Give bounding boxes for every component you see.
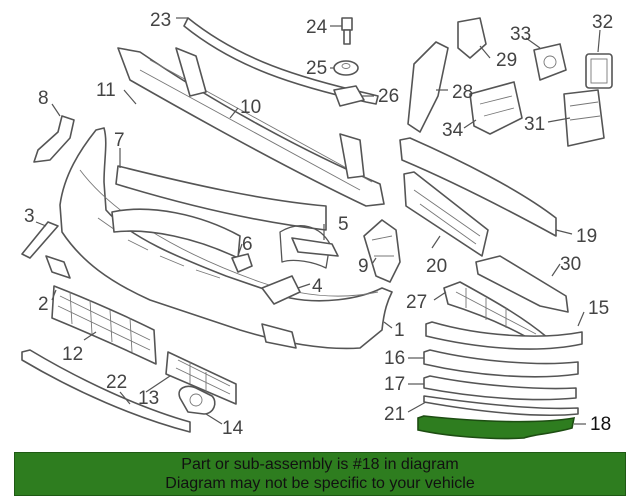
callout-8: 8 — [38, 88, 49, 109]
part-22-lower-strip — [21, 349, 191, 433]
callout-10: 10 — [240, 97, 261, 118]
callout-2: 2 — [38, 294, 49, 315]
part-14-fog-lamp-cover — [178, 385, 216, 415]
callout-18[interactable]: 18 — [590, 414, 611, 435]
part-3-strip — [21, 221, 59, 259]
callout-13: 13 — [138, 388, 159, 409]
callout-22: 22 — [106, 372, 127, 393]
leader-lines — [35, 17, 601, 425]
part-info-banner: Part or sub-assembly is #18 in diagram D… — [14, 452, 626, 496]
callout-24: 24 — [306, 17, 328, 38]
part-24-bolt — [341, 17, 353, 45]
callout-30: 30 — [560, 254, 581, 275]
part-20-absorber — [403, 171, 489, 257]
part-17-strip — [423, 375, 577, 401]
callout-25: 25 — [306, 58, 327, 79]
callout-5: 5 — [338, 214, 349, 235]
callout-29: 29 — [496, 50, 517, 71]
callout-11: 11 — [96, 80, 116, 101]
banner-line-part: Part or sub-assembly is #18 in diagram — [181, 456, 459, 473]
part-15-strip — [425, 321, 583, 350]
part-32-sensor-cover — [585, 53, 613, 89]
callout-6: 6 — [242, 234, 253, 255]
banner-line-disclaimer: Diagram may not be specific to your vehi… — [165, 475, 475, 492]
callout-17: 17 — [384, 374, 405, 395]
part-1-bumper-cover — [59, 127, 393, 350]
callout-23: 23 — [150, 10, 171, 31]
part-31-radar-unit — [563, 89, 605, 147]
part-6-clip — [231, 253, 253, 273]
callout-20: 20 — [426, 256, 447, 277]
part-10-reinforcement-bar — [117, 47, 385, 207]
callout-26: 26 — [378, 86, 399, 107]
callout-7: 7 — [114, 130, 125, 151]
part-4-bracket — [261, 275, 301, 305]
part-33-sensor — [533, 43, 567, 81]
callout-4: 4 — [312, 276, 323, 297]
part-25-nut — [333, 60, 359, 76]
callout-21: 21 — [384, 404, 405, 425]
callout-28: 28 — [452, 82, 473, 103]
callout-9: 9 — [358, 256, 369, 277]
callout-15: 15 — [588, 298, 609, 319]
part-29-bracket — [457, 17, 487, 59]
callout-32: 32 — [592, 12, 613, 33]
part-8-bracket — [33, 115, 75, 163]
callout-33: 33 — [510, 24, 531, 45]
part-2-clip — [45, 255, 71, 279]
part-30-bracket — [475, 255, 569, 313]
callout-12: 12 — [62, 344, 83, 365]
part-28-bracket — [407, 41, 449, 133]
part-13-small-grille — [165, 351, 237, 405]
part-26-clip — [333, 85, 365, 107]
part-16-strip — [423, 349, 579, 378]
part-7-grille-trim — [115, 165, 327, 231]
part-34-sensor-mount — [469, 81, 523, 135]
part-12-lower-grille — [51, 285, 157, 365]
callout-1: 1 — [394, 320, 405, 341]
part-5-bracket — [291, 237, 339, 257]
callout-3: 3 — [24, 206, 35, 227]
callout-14: 14 — [222, 418, 244, 439]
callout-31: 31 — [524, 114, 545, 135]
callout-19: 19 — [576, 226, 597, 247]
callout-16: 16 — [384, 348, 405, 369]
callout-27: 27 — [406, 292, 427, 313]
callout-34: 34 — [442, 120, 464, 141]
callout-numbers: 23 24 25 26 11 10 8 7 3 2 12 22 13 14 6 … — [24, 10, 613, 439]
parts-diagram: 23 24 25 26 11 10 8 7 3 2 12 22 13 14 6 … — [21, 10, 613, 440]
part-9-side-bracket — [363, 219, 401, 283]
part-18-highlighted[interactable] — [417, 415, 576, 440]
part-21-thin-strip — [423, 395, 579, 417]
part-19-absorber — [399, 137, 557, 237]
